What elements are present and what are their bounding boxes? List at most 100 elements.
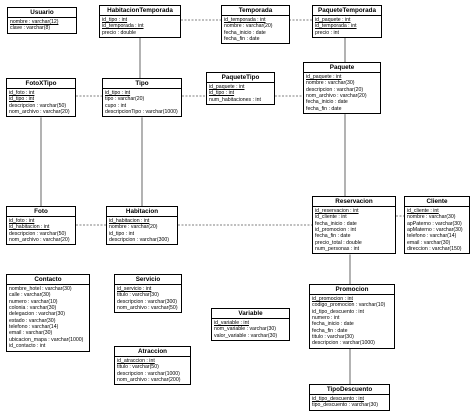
entity-attribute: descripcion : varchar(50) xyxy=(9,230,67,237)
entity-attribute: id_tipo : int xyxy=(102,17,128,23)
entity-attribute: id_foto : int xyxy=(9,90,35,96)
entity-attribute: nom_archivo : varchar(200) xyxy=(117,377,181,384)
entity-title: Tipo xyxy=(103,79,181,89)
entity-attribute: fecha_inicio : date xyxy=(312,321,354,328)
entity-attribute: id_tipo : int xyxy=(209,90,235,97)
entity-attribute: id_cliente : int xyxy=(407,208,439,214)
entity-title: Contacto xyxy=(7,275,89,285)
entity-title: HabitacionTemporada xyxy=(100,6,180,16)
entity-attribute: id_promocion : int xyxy=(315,227,356,234)
entity-attribute: valor_variable : varchar(30) xyxy=(214,332,278,339)
entity-attribute: fecha_inicio : date xyxy=(306,99,348,106)
entity-attribute: tipo : varchar(20) xyxy=(105,96,145,103)
entity-attribute: id_foto : int xyxy=(9,218,35,224)
entity-attribute: id_reservacion : int xyxy=(315,208,359,214)
entity-attribute: nombre : varchar(30) xyxy=(407,214,456,221)
entity-attribute: nombre : varchar(20) xyxy=(109,224,158,231)
entity-attribute: fecha_fin : date xyxy=(224,36,260,43)
entity-attribute: num_habitaciones : int xyxy=(209,96,261,103)
entity-attribute: descripcionTipo : varchar(1000) xyxy=(105,109,178,116)
entity-attribute: id_promocion : int xyxy=(312,296,353,302)
entity-attribute: numero : int xyxy=(312,315,340,322)
entity-title: PaqueteTemporada xyxy=(313,6,381,16)
entity-attribute: apMaterno : varchar(30) xyxy=(407,227,463,234)
entity-attribute: nom_archivo : varchar(20) xyxy=(9,237,70,244)
entity-attribute: codigo_promocion : varchar(10) xyxy=(312,302,386,309)
entity-attributes: nombre : varchar(12)clave : varchar(8) xyxy=(8,18,76,33)
entity-title: Reservacion xyxy=(313,197,395,207)
entity-attribute: descripcion : varchar(1000) xyxy=(117,370,180,377)
entity-attribute: id_tipo_descuento : int xyxy=(312,308,364,315)
entity-attribute: telefono : varchar(14) xyxy=(9,324,59,331)
entity-attribute: id_variable : int xyxy=(214,320,249,326)
entity-attribute: apPaterno : varchar(30) xyxy=(407,220,462,227)
entity-attribute: id_servicio : int xyxy=(117,286,152,292)
entity-attribute: nombre : varchar(20) xyxy=(224,23,273,30)
entity-attribute: id_atraccion : int xyxy=(117,358,155,364)
entity-attribute: num_personas : int xyxy=(315,246,360,253)
entity-title: TipoDescuento xyxy=(310,385,389,395)
entity-attribute: id_tipo : int xyxy=(109,230,135,237)
entity-attribute: descripcion : varchar(50) xyxy=(9,102,67,109)
entity-attribute: estado : varchar(30) xyxy=(9,317,56,324)
entity-attribute: descripcion : varchar(1000) xyxy=(312,340,375,347)
entity-attribute: nombre : varchar(30) xyxy=(306,80,355,87)
entity-title: Foto xyxy=(7,207,75,217)
entity-attribute: fecha_fin : date xyxy=(306,105,342,112)
entity-attribute: tipo_descuento : varchar(30) xyxy=(312,402,379,409)
entity-attribute: id_temporada : int xyxy=(224,17,266,23)
entity-attribute: nom_archivo : varchar(50) xyxy=(117,305,178,312)
entity-title: Servicio xyxy=(115,275,181,285)
entity-attribute: nom_archivo : varchar(20) xyxy=(9,109,70,116)
entity-attribute: precio : double xyxy=(102,29,137,36)
entity-attribute: ubicacion_mapa : varchar(1000) xyxy=(9,336,84,343)
entity-attribute: id_paquete : int xyxy=(315,17,351,23)
entity-title: FotoXTipo xyxy=(7,79,75,89)
entity-attribute: descripcion : varchar(20) xyxy=(306,86,364,93)
entity-attribute: email : varchar(30) xyxy=(9,330,53,337)
entity-attribute: id_contacto : int xyxy=(9,343,46,350)
entity-attribute: id_paquete : int xyxy=(209,84,245,90)
entity-attribute: id_cliente : int xyxy=(315,214,347,221)
entity-attribute: id_habitacion : int xyxy=(109,218,150,224)
entity-title: Usuario xyxy=(8,8,76,18)
entity-title: PaqueteTipo xyxy=(207,73,274,83)
entity-attribute: precio : int xyxy=(315,29,339,36)
entity-attribute: id_paquete : int xyxy=(306,74,342,80)
entity-attribute: delegacion : varchar(30) xyxy=(9,311,65,318)
entity-attribute: numero : varchar(10) xyxy=(9,298,58,305)
entity-attribute: cupo : int xyxy=(105,102,127,109)
entity-attribute: fecha_inicio : date xyxy=(315,220,357,227)
entity-attribute: titulo : varchar(50) xyxy=(117,364,159,371)
entity-title: Paquete xyxy=(304,63,380,73)
entity-attribute: telefono : varchar(14) xyxy=(407,233,457,240)
entity-title: Habitacion xyxy=(107,207,177,217)
entity-attribute: nombre : varchar(12) xyxy=(10,19,59,25)
entity-attribute: nom_archivo : varchar(20) xyxy=(306,93,367,100)
entity-title: Atraccion xyxy=(115,347,190,357)
